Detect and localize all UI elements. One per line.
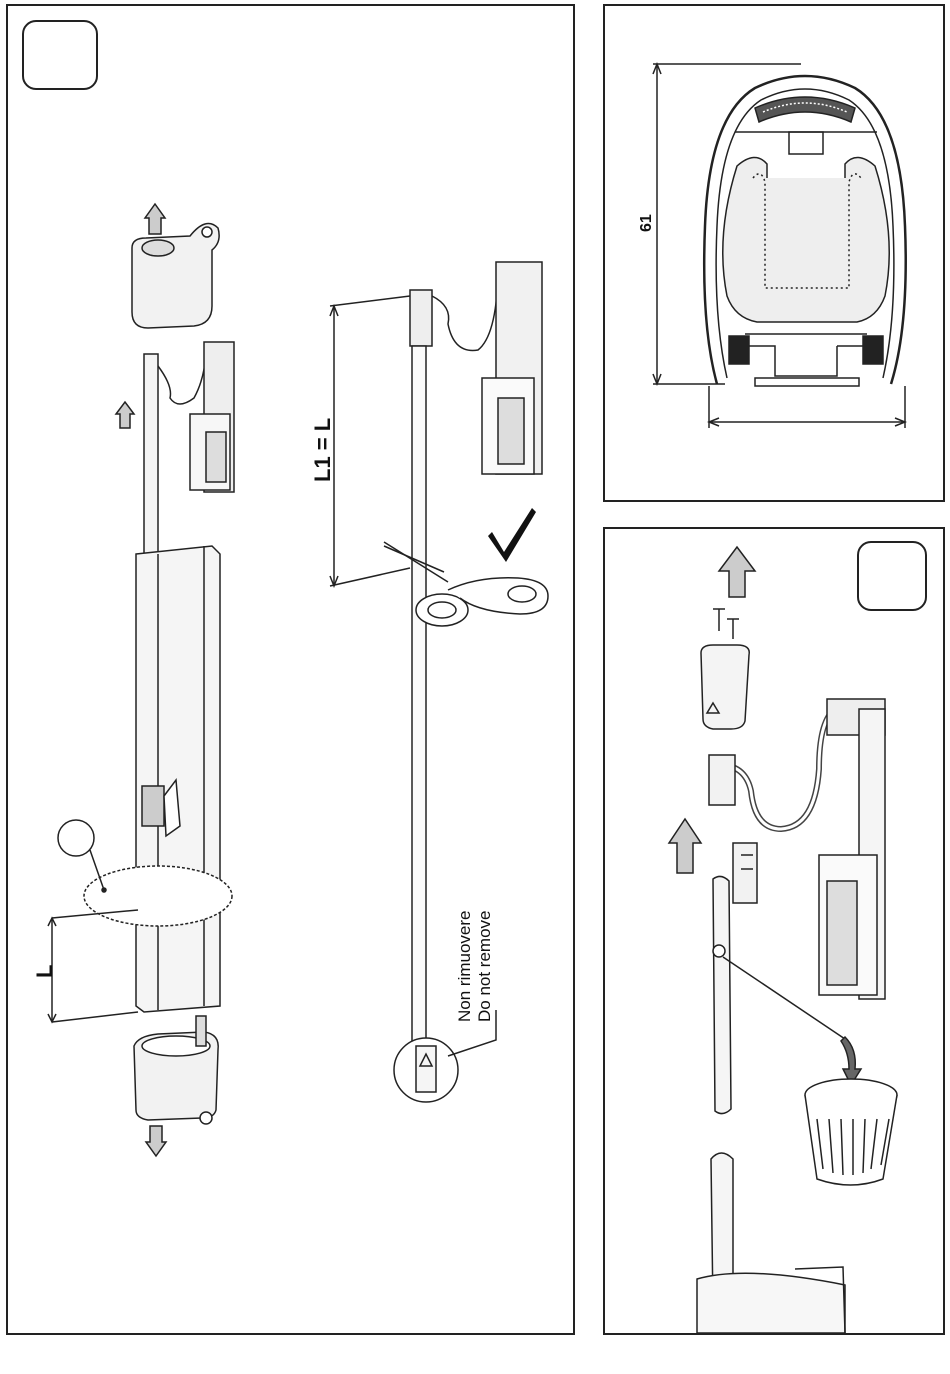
waste-bin-icon: [805, 1079, 897, 1185]
arrow-up-icon: [719, 547, 755, 597]
top-end-cap: [132, 224, 219, 329]
label-L: L: [32, 965, 57, 978]
arrow-up-icon: [145, 204, 165, 234]
foam-insert: [723, 157, 889, 322]
note-italian: Non rimuovere: [455, 911, 474, 1023]
note-english: Do not remove: [475, 911, 494, 1023]
dimension-L1: [330, 296, 410, 586]
screw-icon: [713, 609, 739, 639]
rod-end-detail-callout: [394, 1010, 496, 1102]
arrow-up-icon: [116, 402, 134, 428]
profile-tube: [136, 546, 220, 1012]
main-assembly-panel: L L1 = L Non rimuovere Do not remove: [6, 4, 575, 1335]
check-mark-icon: [488, 508, 536, 562]
circular-saw-blade: [84, 866, 232, 926]
dimension-height-label: 61: [638, 214, 655, 232]
scissors-icon: [384, 542, 548, 626]
label-L1-equals-L: L1 = L: [310, 418, 335, 482]
bottom-clip-right: [837, 336, 883, 364]
dimension-L: [48, 910, 138, 1022]
clip-part: [733, 843, 757, 903]
arrow-down-icon: [146, 1126, 166, 1156]
dimension-width: [709, 386, 905, 428]
profile-cross-section-panel: 61: [603, 4, 945, 502]
disassembly-drawing: [605, 529, 943, 1333]
gas-spring-rod: [144, 342, 234, 564]
bottom-end-cap: [134, 1016, 218, 1124]
disassembly-step-panel: [603, 527, 945, 1335]
cross-section-drawing: 61: [605, 6, 943, 500]
main-assembly-drawing: L L1 = L Non rimuovere Do not remove: [8, 6, 573, 1333]
arrow-up-icon: [669, 819, 701, 873]
arrow-curved-icon: [841, 1037, 861, 1085]
bottom-clip-left: [729, 336, 837, 376]
callout-circle: [58, 820, 94, 856]
top-end-cap: [701, 645, 749, 729]
